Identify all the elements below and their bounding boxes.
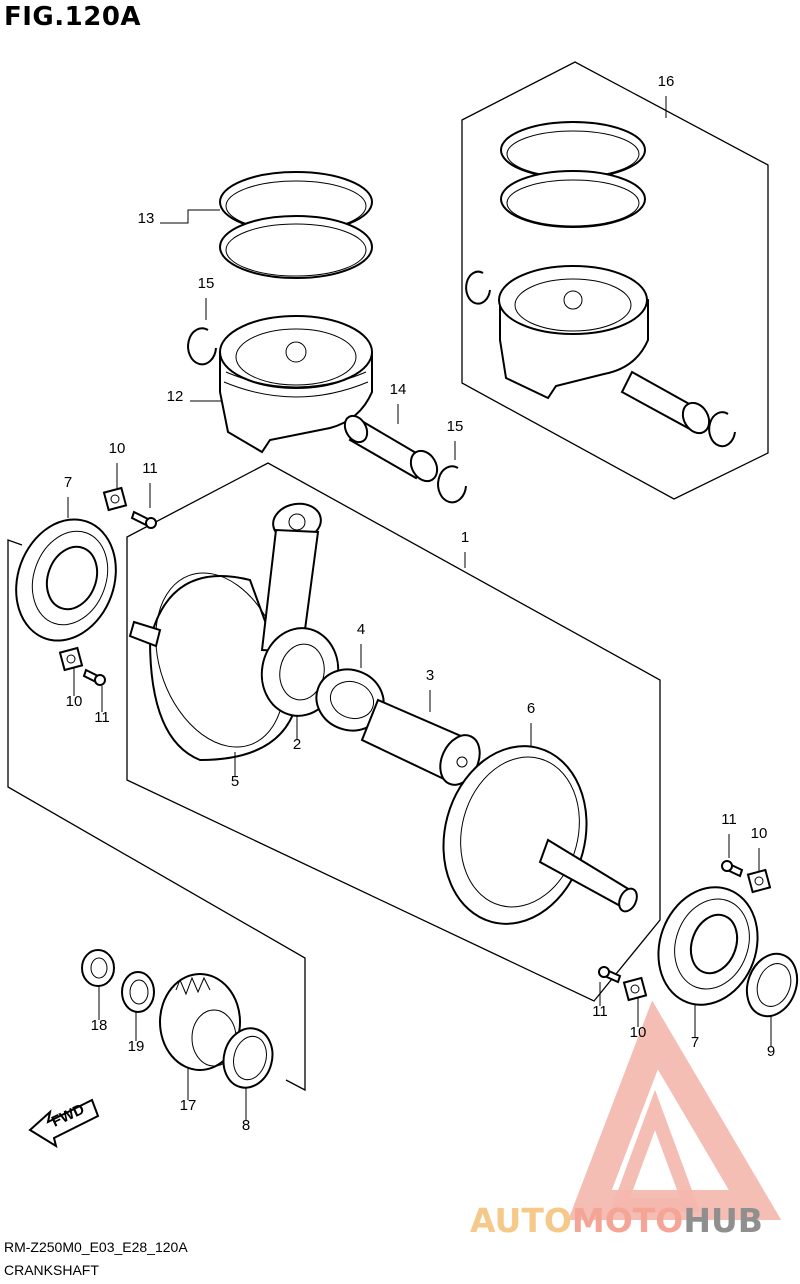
- callout-c7b: 7: [691, 1034, 699, 1051]
- figure-caption: CRANKSHAFT: [4, 1262, 99, 1278]
- callout-c4: 4: [357, 621, 365, 638]
- crankshaft-assy-box: [126, 462, 661, 1002]
- callout-c11c: 11: [721, 811, 737, 828]
- bearing-left: [15, 518, 117, 642]
- callout-c19: 19: [128, 1038, 145, 1055]
- callout-c15b: 15: [447, 418, 464, 435]
- washer-bolt-lower-left: [58, 646, 106, 686]
- callout-c15a: 15: [198, 275, 215, 292]
- watermark-moto: MOTO: [572, 1201, 683, 1240]
- piston-rings: [219, 171, 373, 279]
- left-bracket: [7, 539, 306, 1092]
- piston: [219, 315, 373, 454]
- connecting-rod: [260, 502, 340, 717]
- piston-assy-group: [465, 121, 736, 448]
- washer-bolt-upper-right: [721, 860, 772, 894]
- crank-pin: [360, 698, 481, 786]
- piston-assy-box: [461, 61, 769, 500]
- callout-c13: 13: [138, 210, 155, 227]
- watermark-logo: AUTOMOTOHUB: [470, 1000, 782, 1240]
- crank-web-right: [442, 745, 638, 925]
- oil-seal-right: [745, 952, 799, 1018]
- circlip-right: [437, 465, 467, 504]
- callout-c8: 8: [242, 1117, 250, 1134]
- watermark-hub: HUB: [683, 1201, 763, 1240]
- callout-c11d: 11: [592, 1003, 608, 1020]
- callout-c5: 5: [231, 773, 239, 790]
- callout-c10b: 10: [66, 693, 83, 710]
- callout-c2: 2: [293, 736, 301, 753]
- svg-text:AUTOMOTOHUB: AUTOMOTOHUB: [470, 1201, 763, 1240]
- washer-bolt-upper-left: [102, 486, 157, 529]
- callout-c6: 6: [527, 700, 535, 717]
- leader-lines: [67, 96, 772, 1120]
- fwd-arrow: FWD: [28, 1098, 100, 1149]
- callout-c10c: 10: [751, 825, 768, 842]
- circlip-left: [187, 327, 217, 366]
- callout-c10d: 10: [630, 1024, 647, 1041]
- nut: [81, 949, 115, 987]
- bearing-right: [657, 886, 759, 1006]
- callout-c17: 17: [180, 1097, 197, 1114]
- figure-title: FIG.120A: [4, 2, 142, 32]
- washer: [121, 971, 155, 1013]
- callout-c3: 3: [426, 667, 434, 684]
- callout-c11a: 11: [142, 460, 158, 477]
- watermark-auto: AUTO: [470, 1201, 572, 1240]
- callout-c10a: 10: [109, 440, 126, 457]
- callout-c18: 18: [91, 1017, 108, 1034]
- callout-c11b: 11: [94, 709, 110, 726]
- callout-c9: 9: [767, 1043, 775, 1060]
- callout-c16: 16: [658, 73, 675, 90]
- callout-c1: 1: [461, 529, 469, 546]
- gear: [159, 973, 241, 1071]
- model-code: RM-Z250M0_E03_E28_120A: [4, 1239, 188, 1255]
- callout-c7a: 7: [64, 474, 72, 491]
- callout-c12: 12: [167, 388, 184, 405]
- oil-seal-left: [222, 1027, 274, 1089]
- piston-pin: [343, 414, 439, 483]
- callout-c14: 14: [390, 381, 407, 398]
- washer-bolt-lower-right: [598, 966, 648, 1002]
